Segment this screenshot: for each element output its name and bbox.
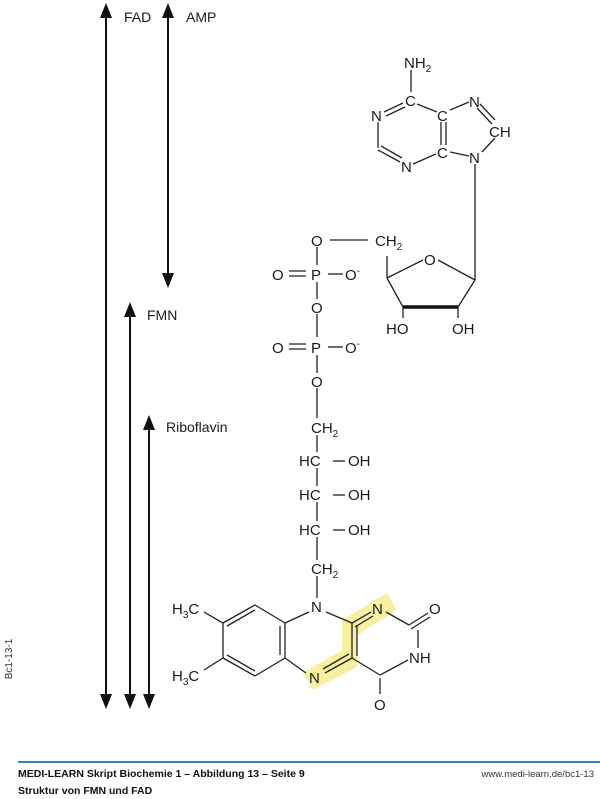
atom-o: O [374,697,386,714]
fad-structure-diagram: FAD AMP FMN Riboflavin [100,3,511,714]
methyl-group: H3C [172,668,199,688]
hydroxyl: HO [386,321,409,338]
label-riboflavin: Riboflavin [166,419,227,435]
hc-group: HC [299,522,321,539]
atom-o: O [424,252,436,269]
footer-subtitle: Struktur von FMN und FAD [18,785,153,797]
atom-c: C [437,145,448,162]
ch2-group: CH2 [311,420,339,440]
atom-c: C [405,93,416,110]
footer-divider [18,761,600,763]
atom-n: N [372,601,383,618]
atom-o-minus: O- [345,266,360,284]
bonds [203,70,496,694]
atom-o-minus: O- [345,339,360,357]
nh-group: NH [409,650,431,667]
atom-ch: CH [489,124,511,141]
atom-c: C [437,108,448,125]
atom-o: O [311,300,323,317]
atom-labels: NH2 C N C N CH C N N O CH2 HO OH O P O O… [172,55,511,714]
amino-group: NH2 [404,55,432,75]
label-fmn: FMN [147,307,177,323]
label-fad: FAD [124,9,151,25]
atom-n: N [371,108,382,125]
atom-n: N [401,159,412,176]
footer-url[interactable]: www.medi-learn.de/bc1-13 [481,769,594,780]
atom-n: N [469,94,480,111]
footer-title: MEDI-LEARN Skript Biochemie 1 – Abbildun… [18,768,305,780]
ch2-group: CH2 [375,233,403,253]
ch2-group: CH2 [311,561,339,581]
highlight-region [303,593,397,690]
hydroxyl: OH [348,522,371,539]
hydroxyl: OH [348,487,371,504]
atom-o: O [272,267,284,284]
figure-code: Bc1-13-1 [4,638,15,680]
label-amp: AMP [186,9,216,25]
atom-p: P [311,267,321,284]
atom-o: O [272,340,284,357]
range-arrows [100,3,174,709]
atom-p: P [311,340,321,357]
hydroxyl: OH [452,321,475,338]
hc-group: HC [299,453,321,470]
atom-o: O [311,374,323,391]
atom-o: O [311,233,323,250]
atom-n: N [469,150,480,167]
methyl-group: H3C [172,601,199,621]
atom-o: O [429,601,441,618]
hc-group: HC [299,487,321,504]
hydroxyl: OH [348,453,371,470]
atom-n: N [311,599,322,616]
atom-n: N [309,670,320,687]
